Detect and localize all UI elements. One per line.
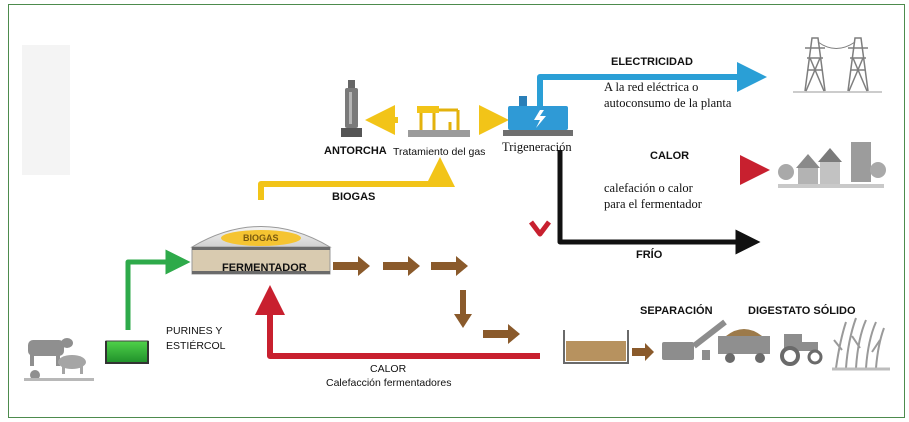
flare-icon xyxy=(341,80,362,137)
heat-return-arrow xyxy=(255,285,540,359)
heat-label: CALOR xyxy=(650,150,690,162)
flare-label: ANTORCHA xyxy=(324,145,387,157)
chp-label: Trigeneración xyxy=(502,140,572,154)
solid-digestate-trailer-icon xyxy=(718,329,770,363)
slurry-label-line1: PURINES Y xyxy=(166,325,223,337)
crops-icon xyxy=(832,317,890,371)
fermenter-label: FERMENTADOR xyxy=(222,262,307,274)
fermenter-heating-label: Calefacción fermentadores xyxy=(326,377,452,389)
heating-text-line1: calefación o calor xyxy=(604,181,693,195)
gas-treatment-icon xyxy=(408,106,470,137)
town-icon xyxy=(778,142,886,188)
livestock-icon xyxy=(24,338,94,381)
diagram-frame xyxy=(8,4,905,418)
cold-label: FRÍO xyxy=(636,249,663,261)
heating-text-line2: para el fermentador xyxy=(604,197,702,211)
digestate-flow-arrows xyxy=(333,256,654,361)
bottom-heat-label: CALOR xyxy=(370,363,407,375)
slurry-pit xyxy=(105,340,149,364)
biogas-flow-arrow xyxy=(258,157,455,200)
faded-panel xyxy=(22,45,70,175)
solid-digestate-label: DIGESTATO SÓLIDO xyxy=(748,305,856,317)
slurry-label-line2: ESTIÉRCOL xyxy=(166,340,226,352)
tractor-icon xyxy=(780,334,823,366)
grid-text-line2: autoconsumo de la planta xyxy=(604,96,732,110)
heat-down-arrowhead xyxy=(529,220,551,237)
dome-biogas-label: BIOGAS xyxy=(243,233,279,243)
separation-label: SEPARACIÓN xyxy=(640,305,713,317)
digestate-tank xyxy=(563,330,629,364)
cold-flow-arrow xyxy=(557,150,761,255)
biogas-label: BIOGAS xyxy=(332,191,376,203)
separator-machine-icon xyxy=(662,319,727,360)
grid-text-line1: A la red eléctrica o xyxy=(604,80,699,94)
chp-unit-icon xyxy=(503,96,573,136)
electricity-flow-arrow xyxy=(537,62,767,112)
fermenter-tank xyxy=(190,226,332,275)
electricity-label: ELECTRICIDAD xyxy=(611,56,693,68)
power-towers-icon xyxy=(793,37,882,93)
feed-flow-arrow xyxy=(125,249,191,330)
gas-treatment-label: Tratamiento del gas xyxy=(393,146,486,158)
